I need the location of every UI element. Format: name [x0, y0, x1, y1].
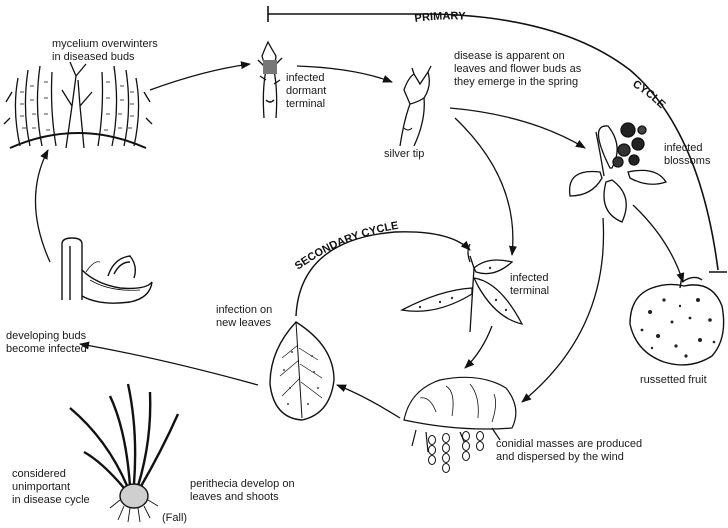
- infected-terminal-illustration: [402, 244, 522, 332]
- label-considered-unimportant: considered unimportant in disease cycle: [12, 468, 90, 507]
- label-silver-tip: silver tip: [384, 148, 424, 161]
- arrow-leaf-to-buds: [80, 344, 258, 385]
- label-conidial-masses: conidial masses are produced and dispers…: [496, 438, 642, 464]
- primary-label: PRIMARY: [414, 10, 466, 25]
- cycle-label: CYCLE: [630, 78, 667, 111]
- label-infected-terminal: infected terminal: [510, 272, 549, 298]
- label-mycelium-overwinters: mycelium overwinters in diseased buds: [52, 38, 158, 64]
- label-disease-apparent: disease is apparent on leaves and flower…: [454, 50, 581, 89]
- label-fall: (Fall): [162, 512, 187, 525]
- mycelium-bud-illustration: [4, 62, 152, 148]
- label-developing-buds: developing buds become infected: [6, 330, 87, 356]
- dormant-terminal-illustration: [258, 42, 282, 118]
- russetted-fruit-illustration: [630, 276, 724, 365]
- arrow-terminal-to-conidia: [465, 326, 492, 368]
- label-infected-blossoms: infected blossoms: [664, 142, 710, 168]
- primary-cycle-bar: [268, 6, 727, 272]
- label-perithecia-develop: perithecia develop on leaves and shoots: [190, 478, 295, 504]
- arrow-silver-to-blossoms: [450, 108, 585, 148]
- infected-blossoms-illustration: [570, 123, 666, 222]
- secondary-cycle-label: SECONDARY CYCLE: [293, 220, 400, 273]
- label-russetted-fruit: russetted fruit: [640, 374, 707, 387]
- arrow-conidia-to-leaf: [337, 385, 400, 418]
- silver-tip-illustration: [400, 66, 431, 146]
- arrow-silver-to-terminal: [455, 118, 513, 255]
- developing-bud-illustration: [62, 238, 152, 303]
- infected-leaf-illustration: [270, 322, 334, 420]
- arrow-blossoms-to-fruit: [633, 205, 683, 282]
- arrow-blossoms-to-conidia: [522, 218, 604, 402]
- label-infection-new-leaves: infection on new leaves: [216, 304, 272, 330]
- label-infected-dormant-terminal: infected dormant terminal: [286, 72, 326, 111]
- arrow-buds-to-mycelium: [35, 150, 50, 262]
- arrow-buds-to-dormant: [150, 64, 250, 90]
